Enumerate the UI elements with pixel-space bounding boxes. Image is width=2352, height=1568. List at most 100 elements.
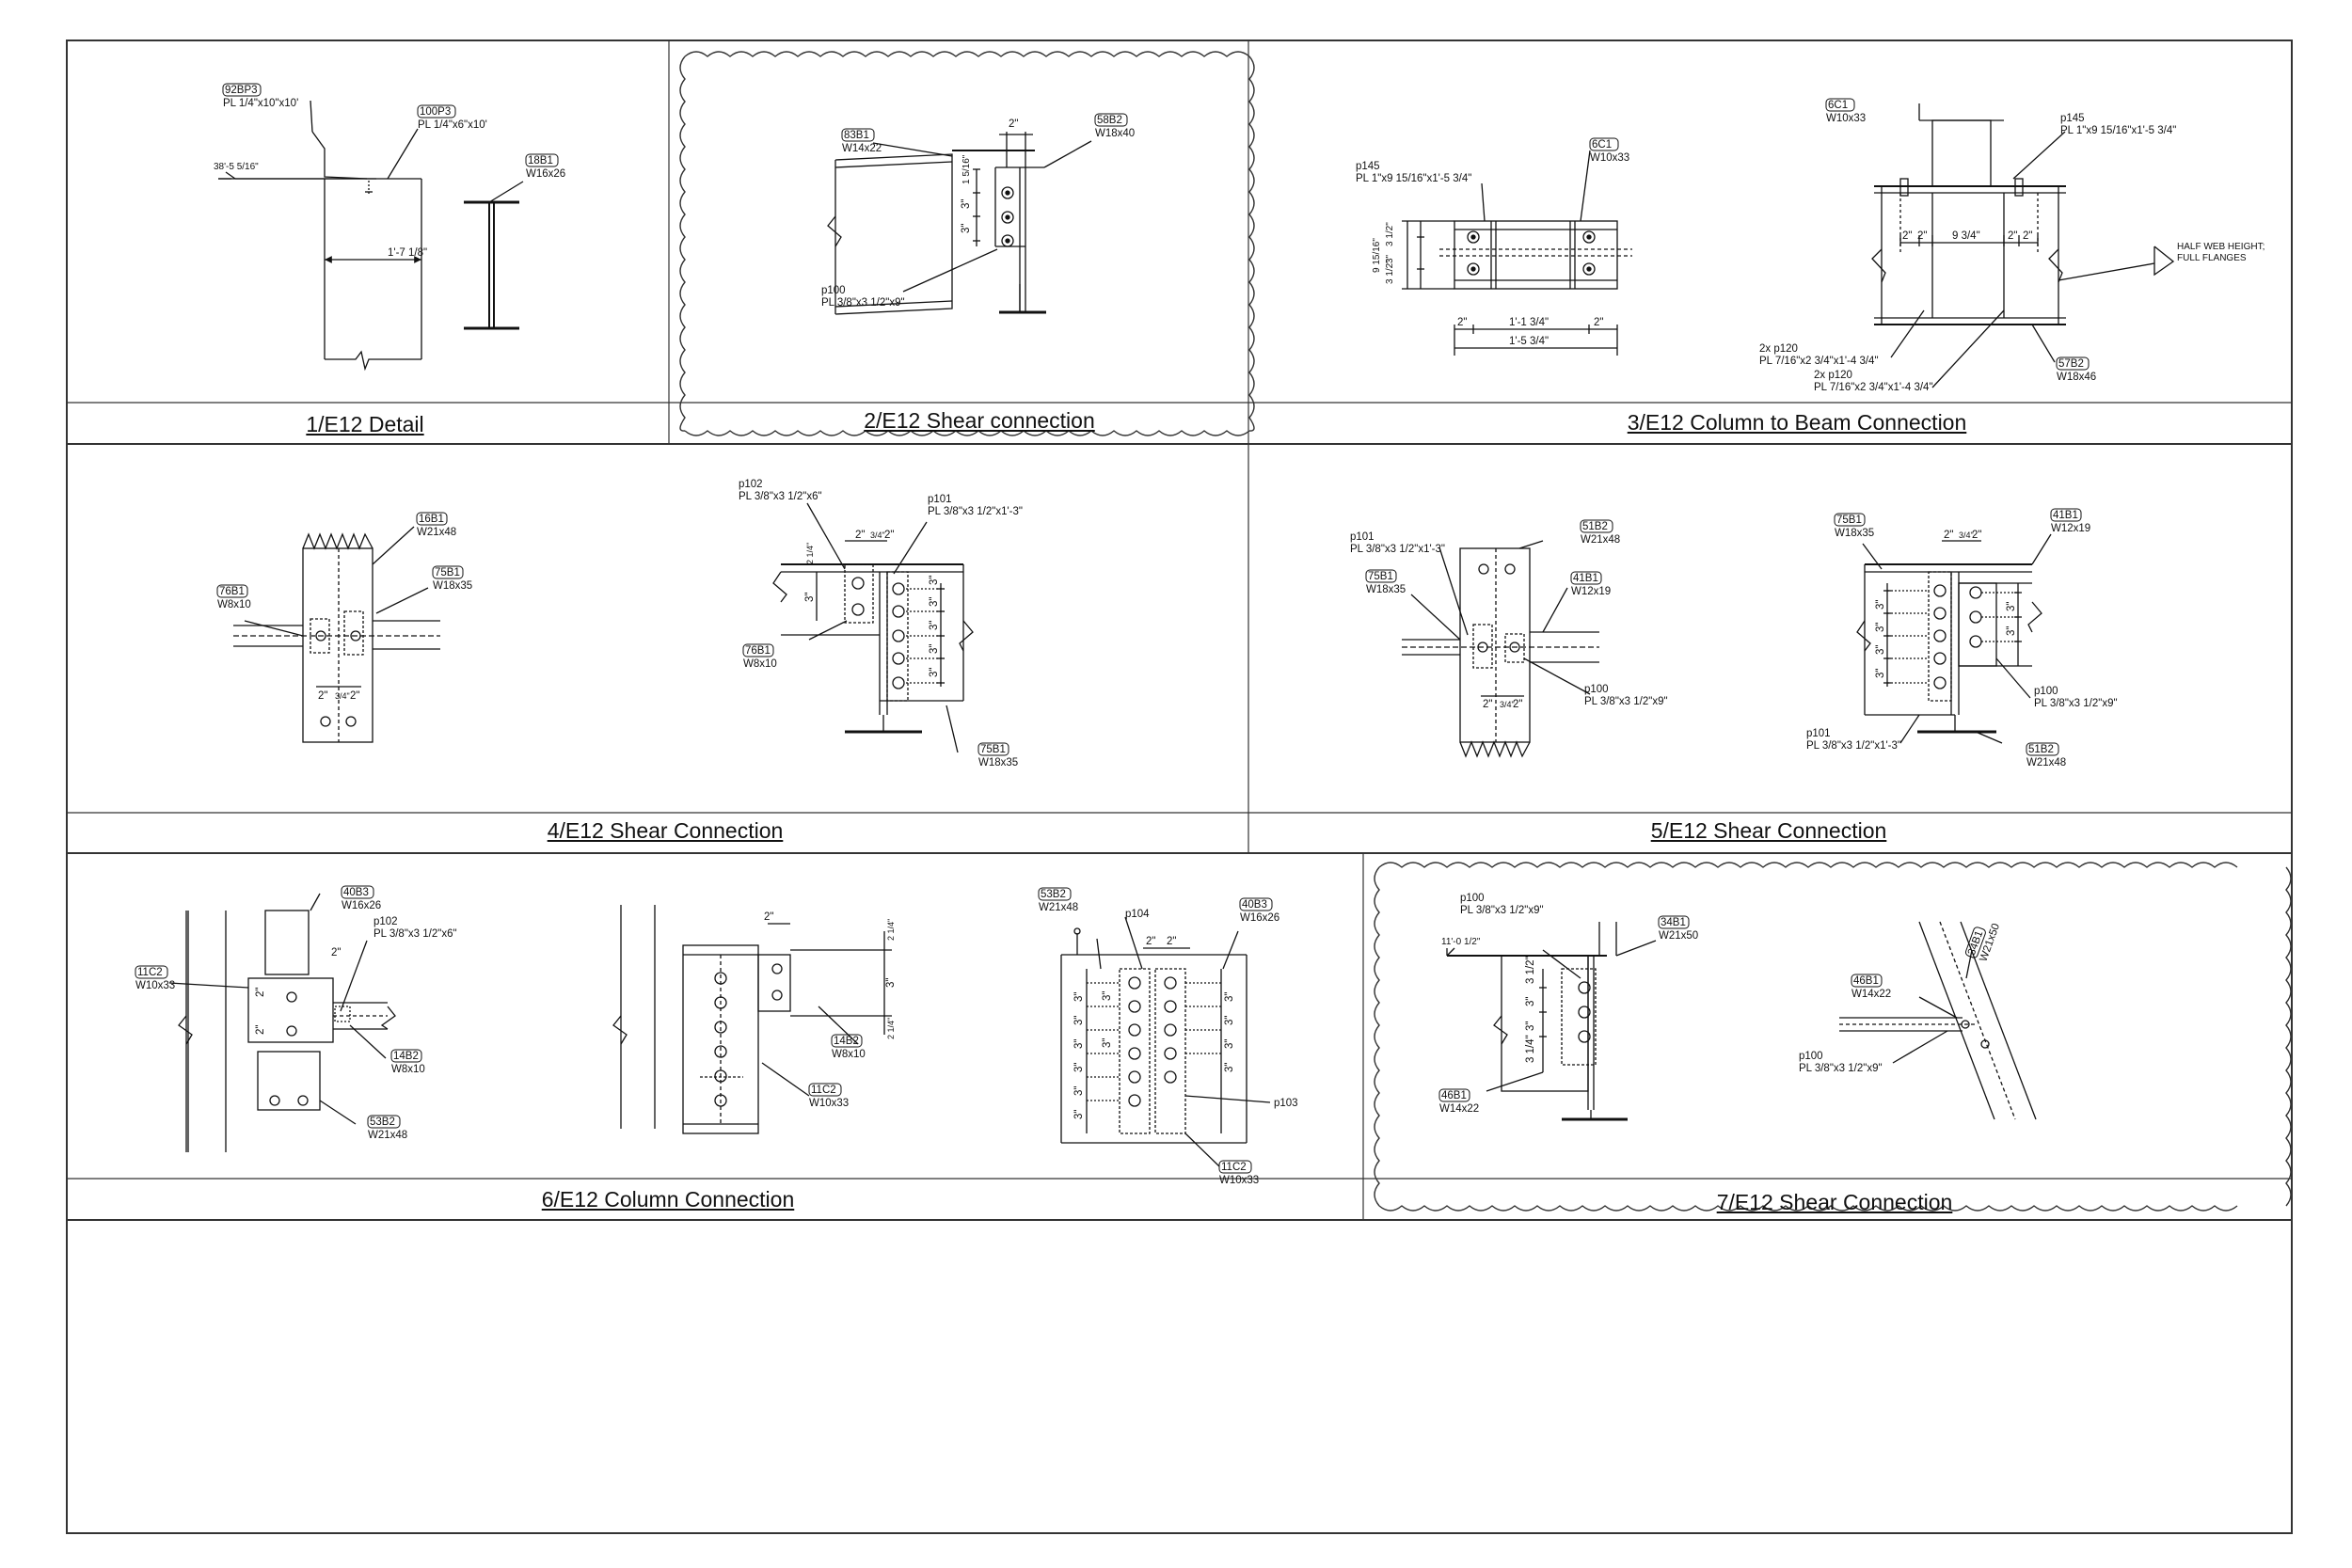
- dim-p4-0: 2": [318, 690, 327, 702]
- panel-4-drawing: [233, 502, 974, 753]
- tag-14B2-a: 14B2: [393, 1051, 419, 1062]
- desc-51B2-a: W21x48: [1581, 534, 1620, 546]
- desc-75B1-d: W18x35: [1835, 528, 1874, 539]
- desc-p120-a: PL 7/16"x2 3/4"x1'-4 3/4": [1759, 356, 1879, 367]
- dim-p6-13: 3": [1073, 1086, 1085, 1096]
- dim-p6-19: 3": [1102, 991, 1113, 1001]
- desc-p100-a: PL 3/8"x3 1/2"x9": [1584, 696, 1668, 707]
- note-line-2: FULL FLANGES: [2177, 253, 2247, 263]
- dim-p5-11: 3": [2006, 626, 2017, 636]
- panel-3-drawing: [1402, 103, 2175, 388]
- desc-p101-a: PL 3/8"x3 1/2"x1'-3": [1350, 544, 1445, 555]
- tag-p120-a: 2x p120: [1759, 343, 1798, 355]
- dim-p6-1: 2": [255, 988, 266, 997]
- dim-p6-4: 2 1/4": [886, 919, 896, 941]
- dim-p6-3: 2": [764, 911, 773, 923]
- dim-p5-6: 3": [1875, 600, 1886, 610]
- desc-34B1-a: W21x50: [1659, 930, 1698, 942]
- dim-p5-3: 2": [1944, 530, 1953, 541]
- tag-51B2-b: 51B2: [2028, 744, 2054, 755]
- dim-elevation: 38'-5 5/16": [214, 162, 259, 172]
- dim-p4-8: 3": [929, 576, 940, 585]
- tag-92BP3: 92BP3: [225, 85, 258, 96]
- desc-41B1-a: W12x19: [1571, 586, 1611, 597]
- dim-p7-4: 3 1/4": [1525, 1035, 1536, 1063]
- tag-76B1-a: 76B1: [219, 586, 245, 597]
- desc-76B1-a: W8x10: [217, 599, 251, 610]
- dim-p4-6: 2 1/4": [805, 543, 815, 564]
- revision-cloud-panel-7: [1374, 862, 2292, 1212]
- dim-edge: 1 5/16": [961, 154, 972, 184]
- desc-57B2: W18x46: [2057, 372, 2096, 383]
- tag-p120-b: 2x p120: [1814, 370, 1852, 381]
- tag-6C1-right: 6C1: [1828, 100, 1848, 111]
- panel-title-2: 2/E12 Shear connection: [864, 408, 1095, 433]
- dim-p6-15: 3": [1224, 992, 1235, 1002]
- panel-3-labels: p145 PL 1"x9 15/16"x1'-5 3/4" 6C1 W10x33…: [1356, 98, 2265, 393]
- desc-40B3-b: W16x26: [1240, 912, 1279, 924]
- dim-p6-7: 2": [1146, 936, 1155, 947]
- dim-p4-1: 3/4": [335, 691, 350, 701]
- dim-p7-0: 11'-0 1/2": [1441, 937, 1481, 947]
- dim-p6-2: 2": [255, 1025, 266, 1035]
- desc-p120-b: PL 7/16"x2 3/4"x1'-4 3/4": [1814, 382, 1933, 393]
- desc-46B1-b: W14x22: [1851, 989, 1891, 1000]
- desc-14B2-a: W8x10: [391, 1064, 425, 1075]
- desc-p100-b: PL 3/8"x3 1/2"x9": [2034, 698, 2118, 709]
- tag-6C1-left: 6C1: [1592, 139, 1612, 150]
- desc-p101-b: PL 3/8"x3 1/2"x1'-3": [1806, 740, 1901, 752]
- desc-p145-right: PL 1"x9 15/16"x1'-5 3/4": [2060, 125, 2176, 136]
- panel-6-labels: 40B3 W16x26 p102 PL 3/8"x3 1/2"x6" 11C2 …: [135, 885, 1298, 1186]
- tag-11C2-c: 11C2: [1221, 1162, 1247, 1173]
- tag-11C2-a: 11C2: [137, 967, 163, 978]
- dim-p6-9: 3": [1073, 992, 1085, 1002]
- dim-p4-3: 2": [855, 530, 865, 541]
- desc-92BP3: PL 1/4"x10"x10': [223, 98, 298, 109]
- desc-53B2-b: W21x48: [1039, 902, 1078, 913]
- tag-83B1: 83B1: [844, 130, 869, 141]
- panel-title-1: 1/E12 Detail: [306, 412, 424, 436]
- dim-p3-12: 2": [2023, 230, 2032, 242]
- dim-3a: 3": [961, 199, 972, 209]
- dim-p5-7: 3": [1875, 623, 1886, 632]
- dim-p4-5: 2": [884, 530, 894, 541]
- tag-p100-d: p100: [1799, 1051, 1823, 1062]
- tag-11C2-b: 11C2: [811, 1085, 836, 1096]
- dim-p3-10: 9 3/4": [1952, 230, 1980, 242]
- tag-41B1-b: 41B1: [2053, 510, 2078, 521]
- tag-58B2: 58B2: [1097, 115, 1122, 126]
- tag-75B1-d: 75B1: [1836, 515, 1862, 526]
- dim-p6-10: 3": [1073, 1016, 1085, 1025]
- dim-3b: 3": [961, 224, 972, 233]
- tag-40B3-b: 40B3: [1242, 899, 1267, 911]
- tag-p101-b: p101: [1806, 728, 1831, 739]
- desc-41B1-b: W12x19: [2051, 523, 2090, 534]
- tag-p103: p103: [1274, 1098, 1298, 1109]
- dim-p5-5: 2": [1972, 530, 1981, 541]
- panel-5-labels: p101 PL 3/8"x3 1/2"x1'-3" 51B2 W21x48 75…: [1350, 508, 2118, 768]
- dim-p3-4: 2": [1457, 317, 1467, 328]
- desc-58B2: W18x40: [1095, 128, 1135, 139]
- panel-2-labels: 83B1 W14x22 58B2 W18x40 p100 PL 3/8"x3 1…: [821, 113, 1135, 309]
- dim-p5-9: 3": [1875, 669, 1886, 678]
- panel-6-drawing: [168, 893, 1271, 1167]
- dim-p4-10: 3": [929, 621, 940, 630]
- panel-1-drawing: [218, 100, 524, 372]
- tag-40B3-a: 40B3: [343, 887, 369, 898]
- desc-100P3: PL 1/4"x6"x10': [418, 119, 487, 131]
- desc-18B1: W16x26: [526, 168, 565, 180]
- sheet-frame: [66, 40, 2293, 1534]
- revision-cloud-panel-2: [679, 51, 1255, 436]
- dim-p3-5: 1'-1 3/4": [1509, 317, 1549, 328]
- dim-p5-8: 3": [1875, 645, 1886, 655]
- dim-p4-4: 3/4": [870, 531, 885, 540]
- dim-p4-2: 2": [350, 690, 359, 702]
- dim-p6-16: 3": [1224, 1016, 1235, 1025]
- tag-p145-left: p145: [1356, 161, 1380, 172]
- panel-5-drawing: [1402, 533, 2052, 758]
- tag-53B2-a: 53B2: [370, 1117, 395, 1128]
- tag-p100: p100: [821, 285, 846, 296]
- desc-p145-left: PL 1"x9 15/16"x1'-5 3/4": [1356, 173, 1471, 184]
- desc-11C2-c: W10x33: [1219, 1175, 1259, 1186]
- dim-p6-8: 2": [1167, 936, 1176, 947]
